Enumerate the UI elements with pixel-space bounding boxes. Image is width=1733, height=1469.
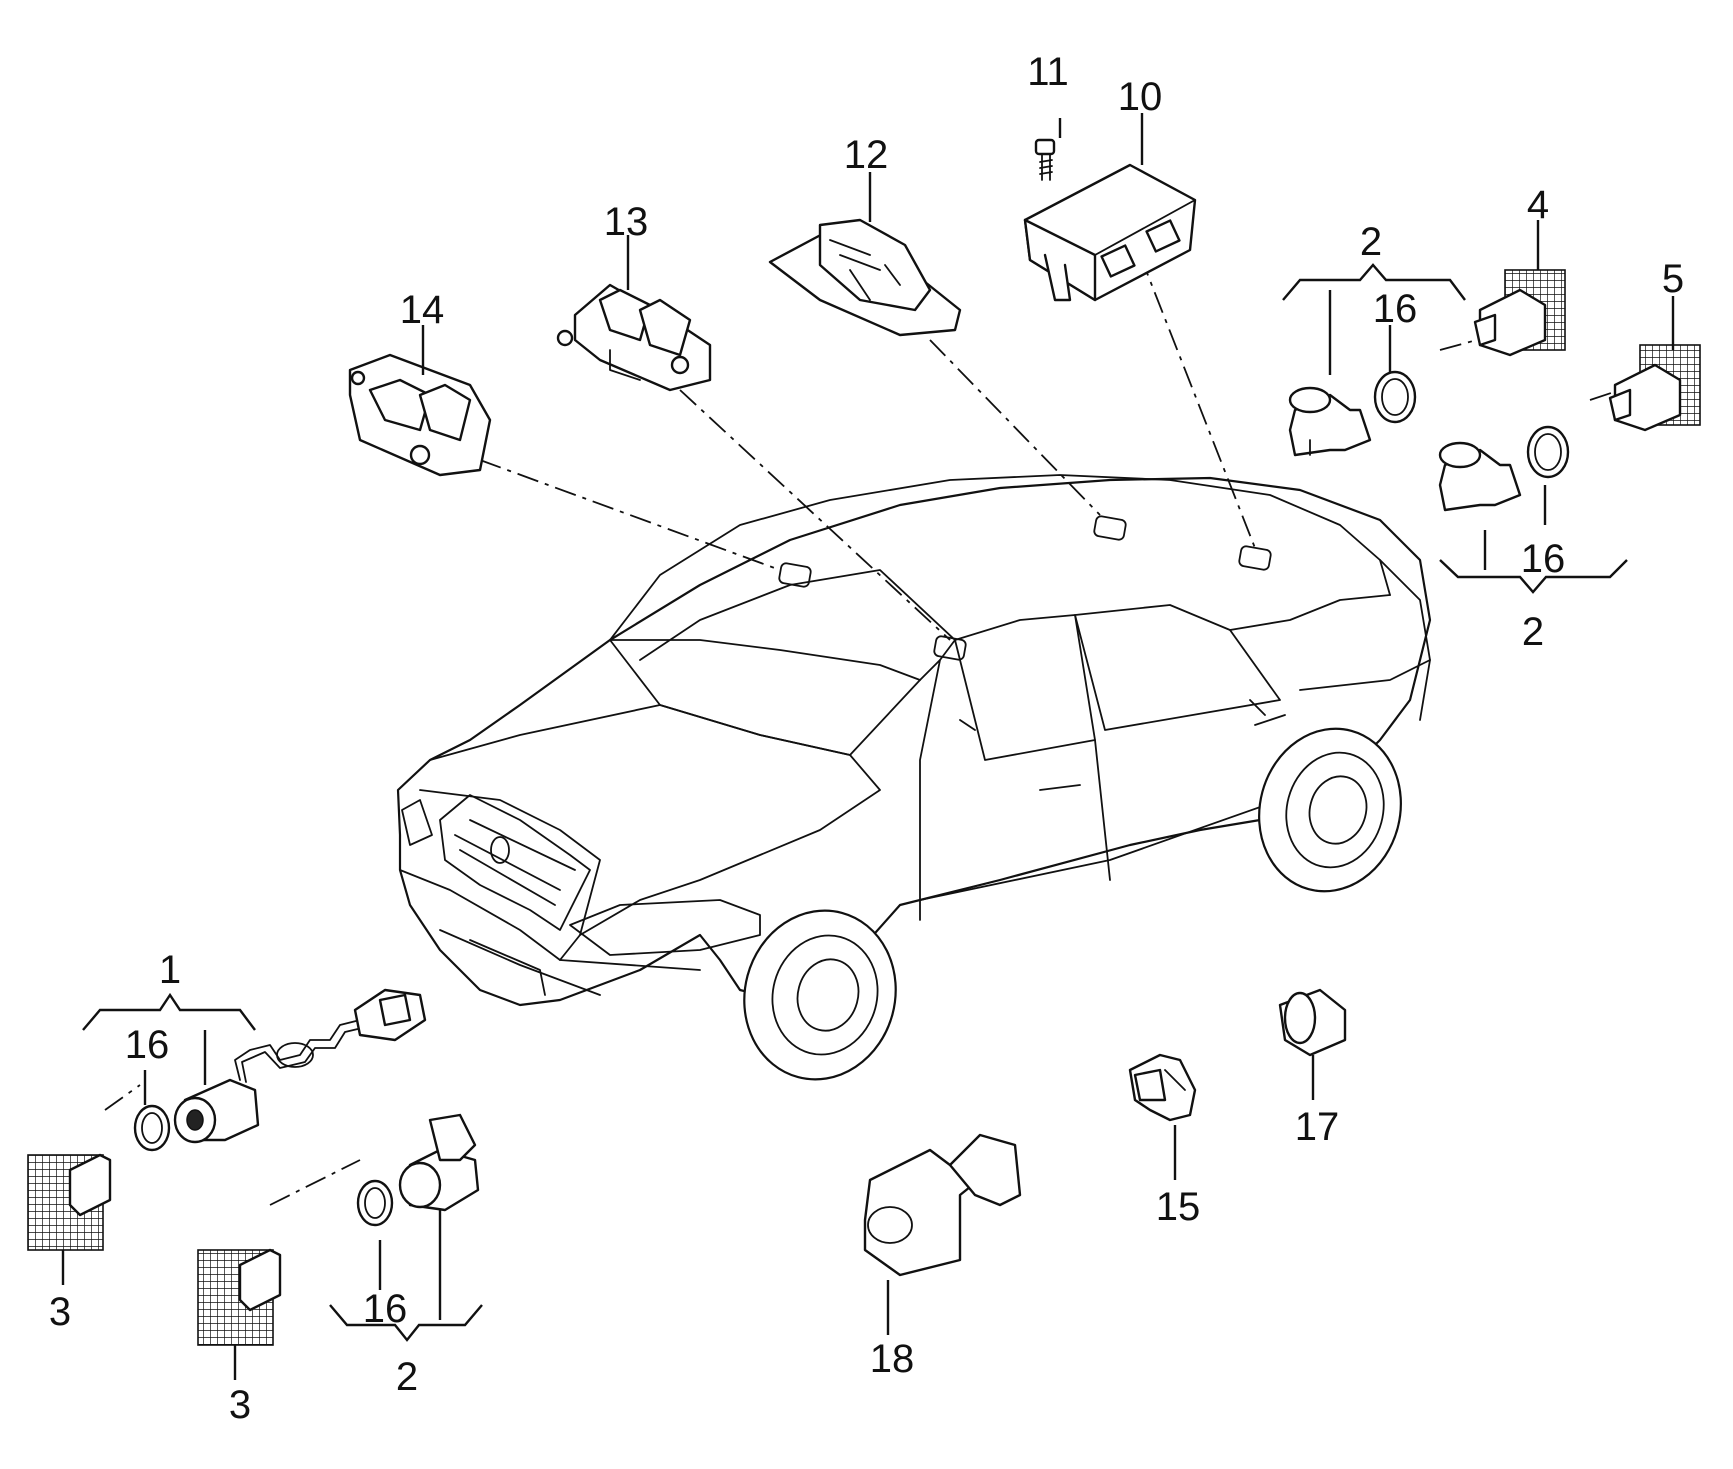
label-3-b: 3 — [229, 1383, 251, 1427]
label-14: 14 — [400, 288, 445, 332]
leader-lines — [61, 113, 1675, 1380]
label-12: 12 — [844, 133, 889, 177]
label-18: 18 — [870, 1337, 915, 1381]
part-18-bracket — [863, 1133, 1022, 1277]
part-12-bracket — [768, 218, 962, 337]
label-16-front-left: 16 — [125, 1023, 170, 1067]
sensor-group-front-left — [27, 988, 427, 1251]
label-2-front: 2 — [396, 1355, 418, 1399]
label-16-rear-lower: 16 — [1521, 537, 1566, 581]
part-number-labels: 11 10 12 13 14 2 16 4 5 16 2 1 16 3 3 16… — [49, 50, 1684, 1427]
part-10-control-unit — [1023, 163, 1197, 302]
part-15-clip — [1128, 1053, 1197, 1122]
label-4: 4 — [1527, 183, 1549, 227]
label-15: 15 — [1156, 1185, 1201, 1229]
label-16-front-centre: 16 — [363, 1287, 408, 1331]
connection-lines — [104, 254, 1621, 1206]
label-1: 1 — [159, 948, 181, 992]
label-5: 5 — [1662, 257, 1684, 301]
label-2-rear-lower: 2 — [1522, 610, 1544, 654]
label-16-rear-upper: 16 — [1373, 287, 1418, 331]
label-3-a: 3 — [49, 1290, 71, 1334]
label-2-rear-upper: 2 — [1360, 220, 1382, 264]
sensor-group-front-centre — [197, 1113, 480, 1346]
label-11: 11 — [1027, 50, 1069, 94]
sensor-group-rear-upper — [1288, 269, 1566, 457]
sensor-group-rear-lower — [1438, 344, 1701, 512]
part-14-module — [348, 353, 492, 477]
part-13-module — [556, 283, 712, 392]
car-illustration — [396, 474, 1432, 1081]
label-13: 13 — [604, 200, 649, 244]
label-17: 17 — [1295, 1105, 1340, 1149]
label-10: 10 — [1118, 75, 1163, 119]
part-17-spacer — [1278, 988, 1347, 1057]
part-11-bolt — [1034, 138, 1056, 181]
